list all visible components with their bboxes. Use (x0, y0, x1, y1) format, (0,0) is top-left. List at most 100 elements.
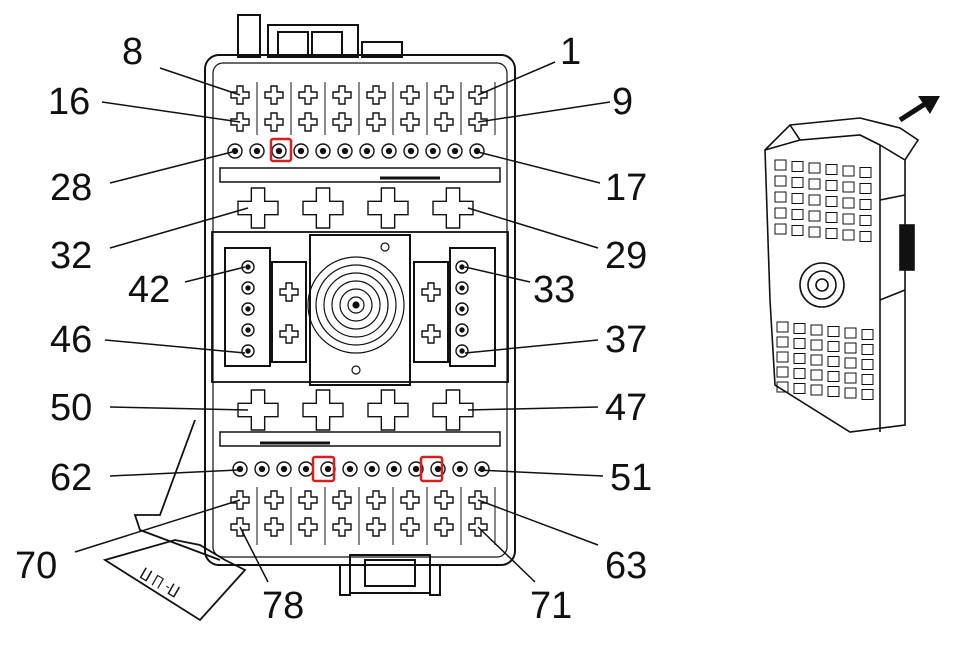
pin-cavity (230, 517, 250, 537)
leader-78 (239, 526, 269, 583)
pin-cavity (455, 281, 469, 295)
pin-cavity (271, 143, 287, 159)
pin-cavity (455, 344, 469, 358)
pin-cavity (298, 461, 314, 477)
pin-cavity (227, 143, 243, 159)
pin-cavity (302, 389, 344, 431)
leader-62 (109, 469, 239, 477)
pin-cavity (400, 490, 420, 510)
pin-cavity (386, 461, 402, 477)
pin-label-17: 17 (605, 167, 647, 209)
pin-cavity (264, 517, 284, 537)
pin-cavity (430, 461, 446, 477)
pin-label-46: 46 (50, 319, 92, 361)
pin-cavity (337, 143, 353, 159)
connector-iso-view (764, 117, 920, 433)
pin-cavity (434, 490, 454, 510)
pin-label-37: 37 (605, 319, 647, 361)
pin-cavity (400, 517, 420, 537)
leader-70 (74, 499, 241, 553)
pin-cavity (421, 282, 441, 302)
pin-label-33: 33 (533, 269, 575, 311)
pin-cavity (332, 490, 352, 510)
pin-cavity (237, 187, 279, 229)
pin-cavity (447, 143, 463, 159)
pin-cavity (421, 324, 441, 344)
leader-33 (464, 266, 531, 283)
pin-cavity (400, 112, 420, 132)
pin-cavity (230, 112, 250, 132)
leader-47 (467, 406, 599, 411)
bottom-latch (339, 554, 441, 596)
pin-cavity (425, 143, 441, 159)
pin-cavity (230, 85, 250, 105)
highlighted-pins (269, 137, 444, 483)
pin-label-1: 1 (560, 31, 581, 73)
pin-cavity (469, 143, 485, 159)
pin-labels: 8 1 16 9 28 17 32 29 42 33 46 37 50 47 6… (15, 31, 652, 627)
pin-cavity (342, 461, 358, 477)
leader-51 (477, 469, 604, 477)
pin-label-42: 42 (128, 269, 170, 311)
center-seal (307, 242, 405, 375)
pin-cavity (302, 187, 344, 229)
direction-arrow-icon (898, 96, 940, 123)
leader-29 (467, 207, 599, 249)
leader-42 (184, 266, 246, 283)
pin-cavity (241, 302, 255, 316)
pin-cavity (366, 490, 386, 510)
pin-cavity (455, 302, 469, 316)
pin-cavity (254, 461, 270, 477)
pin-cavity (366, 112, 386, 132)
pin-label-9: 9 (612, 81, 633, 123)
pin-cavity (298, 517, 318, 537)
pin-cavity (468, 517, 488, 537)
pin-label-32: 32 (50, 235, 92, 277)
pin-label-71: 71 (530, 585, 572, 627)
pin-label-47: 47 (605, 387, 647, 429)
leader-lines (74, 61, 611, 583)
pin-cavity (293, 143, 309, 159)
pin-cavity (298, 112, 318, 132)
pin-cavity (434, 112, 454, 132)
pin-label-51: 51 (610, 457, 652, 499)
pin-cavity (276, 461, 292, 477)
pin-cavity (332, 112, 352, 132)
pin-cavity (455, 323, 469, 337)
pin-label-28: 28 (50, 167, 92, 209)
pin-label-78: 78 (262, 585, 304, 627)
pin-cavity (468, 112, 488, 132)
pin-cavity (264, 85, 284, 105)
pin-cavity (241, 281, 255, 295)
leader-37 (464, 339, 599, 354)
pin-label-16: 16 (48, 81, 90, 123)
pin-cavity (366, 517, 386, 537)
pin-cavity (241, 344, 255, 358)
pin-cavity (279, 282, 299, 302)
pin-cavity (230, 490, 250, 510)
leader-16 (101, 101, 241, 123)
pin-cavity (381, 143, 397, 159)
pin-cavity (232, 461, 248, 477)
pin-label-70: 70 (15, 545, 57, 587)
pin-label-8: 8 (122, 31, 143, 73)
pin-cavity (249, 143, 265, 159)
pin-cavity (432, 389, 474, 431)
pin-cavity (264, 112, 284, 132)
pin-cavity (315, 143, 331, 159)
leader-63 (477, 499, 599, 546)
leader-1 (477, 61, 556, 96)
pin-cavity (237, 389, 279, 431)
pin-cavity (279, 324, 299, 344)
pin-label-62: 62 (50, 457, 92, 499)
svg-text:∐ ∏ -∐: ∐ ∏ -∐ (139, 565, 183, 599)
pin-cavity (400, 85, 420, 105)
pin-cavity (367, 389, 409, 431)
pin-label-63: 63 (605, 545, 647, 587)
leader-28 (109, 151, 233, 184)
pin-cavity (452, 461, 468, 477)
pin-cavity (298, 490, 318, 510)
pin-cavity (403, 143, 419, 159)
